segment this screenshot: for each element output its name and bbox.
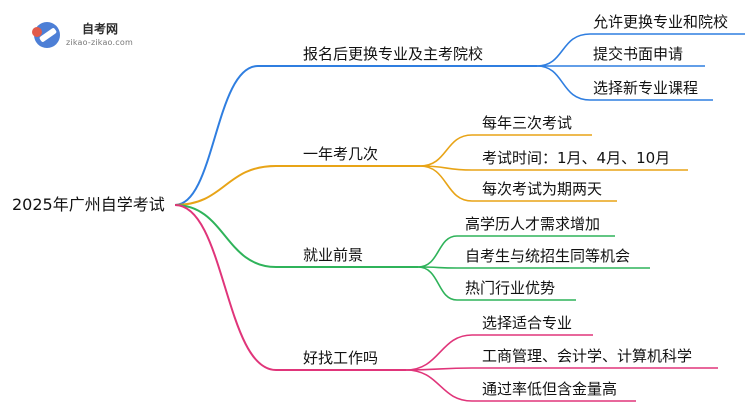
- edge-root-branch-1: [174, 165, 277, 206]
- leaf-node-1-1: 考试时间：1月、4月、10月: [482, 149, 671, 167]
- branch-node-1: 一年考几次: [303, 145, 379, 163]
- logo-title: 自考网: [82, 22, 119, 36]
- branch-node-3: 好找工作吗: [303, 349, 379, 367]
- edge-branch-3-child-2: [405, 369, 473, 402]
- edge-branch-3-child-0: [405, 334, 473, 371]
- edge-root-branch-0: [174, 65, 259, 206]
- edge-branch-2-child-0: [417, 235, 458, 268]
- edge-branch-0-child-0: [536, 33, 591, 67]
- leaf-node-2-0: 高学历人才需求增加: [465, 215, 601, 233]
- edge-branch-1-child-2: [419, 165, 473, 202]
- leaf-node-3-0: 选择适合专业: [482, 314, 573, 332]
- leaf-node-3-2: 通过率低但含金量高: [482, 380, 618, 398]
- logo-url: zikao-zikao.com: [66, 38, 133, 47]
- leaf-node-0-0: 允许更换专业和院校: [593, 13, 729, 31]
- edge-root-branch-2: [174, 204, 277, 268]
- edge-root-branch-3: [174, 204, 277, 371]
- leaf-node-0-1: 提交书面申请: [593, 45, 684, 63]
- branch-node-0: 报名后更换专业及主考院校: [303, 45, 484, 63]
- leaf-node-1-2: 每次考试为期两天: [482, 180, 603, 198]
- branch-node-2: 就业前景: [303, 246, 364, 264]
- leaf-node-1-0: 每年三次考试: [482, 114, 573, 132]
- leaf-node-2-1: 自考生与统招生同等机会: [465, 247, 631, 265]
- leaf-node-3-1: 工商管理、会计学、计算机科学: [482, 347, 693, 365]
- logo-icon: [32, 22, 60, 48]
- edge-branch-1-child-0: [419, 134, 473, 167]
- edge-branch-2-child-2: [417, 266, 458, 301]
- site-logo: 自考网 zikao-zikao.com: [32, 18, 144, 50]
- leaf-node-0-2: 选择新专业课程: [593, 79, 699, 97]
- leaf-node-2-2: 热门行业优势: [465, 279, 556, 297]
- edge-branch-0-child-2: [536, 65, 591, 101]
- root-node: 2025年广州自学考试: [12, 195, 165, 214]
